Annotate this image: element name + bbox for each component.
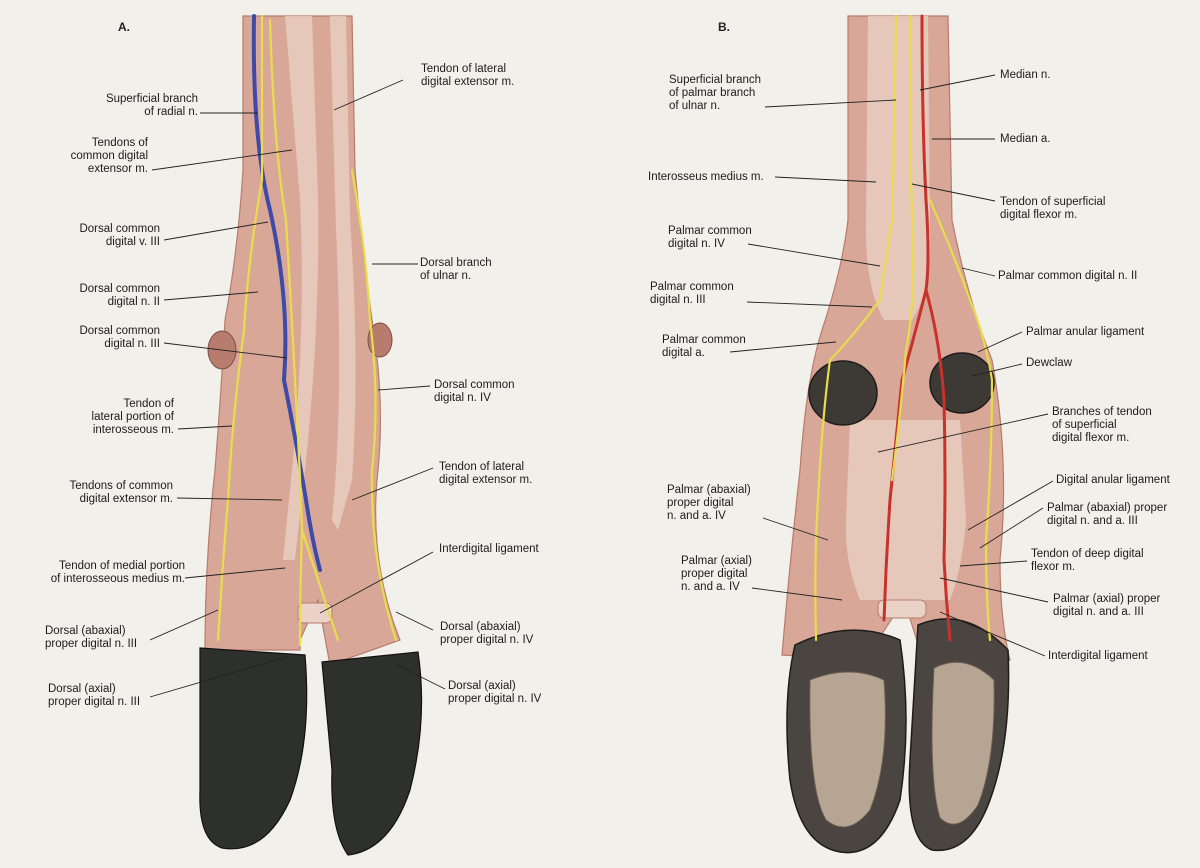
label-b-palmar-axial-proper-digital-iv: Palmar (axial) proper digital n. and a. …: [681, 555, 752, 593]
label-a-dorsal-common-digital-n-iii: Dorsal common digital n. III: [79, 325, 160, 350]
label-b-median-a: Median a.: [1000, 133, 1051, 145]
leader-b-10: [911, 183, 996, 202]
label-b-digital-anular-ligament: Digital anular ligament: [1056, 474, 1170, 486]
leader-b-12: [977, 331, 1023, 353]
label-b-palmar-common-digital-n-iii: Palmar common digital n. III: [650, 281, 734, 306]
leader-a-15: [319, 551, 434, 614]
leader-b-15: [967, 480, 1054, 531]
leader-b-4: [746, 301, 873, 308]
leader-b-3: [747, 243, 881, 267]
panel-a-nerve-4: [300, 528, 340, 642]
panel-b-drawing: [781, 14, 1011, 854]
label-a-superficial-branch-radial-n: Superficial branch of radial n.: [105, 93, 198, 118]
label-b-dewclaw: Dewclaw: [1026, 357, 1073, 369]
panel-a-letter: A.: [118, 20, 130, 34]
label-b-interdigital-ligament: Interdigital ligament: [1048, 650, 1148, 662]
panel-a-nerve-3: [350, 168, 398, 642]
leader-b-5: [729, 341, 837, 353]
panel-a-nerve-1: [216, 14, 264, 642]
panel-b-tendon-band: [866, 16, 931, 320]
leader-a-4: [163, 291, 259, 301]
label-a-interdigital-ligament: Interdigital ligament: [439, 543, 539, 555]
label-a-tendon-medial-portion-interosseous: Tendon of medial portion of interosseous…: [50, 560, 185, 585]
leader-a-3: [163, 221, 269, 241]
panel-b-sole-left: [809, 671, 886, 828]
leader-a-2: [151, 149, 293, 171]
label-a-dorsal-axial-proper-digital-n-iv: Dorsal (axial) proper digital n. IV: [448, 680, 542, 705]
label-b-tendon-deep-digital-flexor: Tendon of deep digital flexor m.: [1031, 548, 1144, 573]
leader-b-1: [764, 99, 897, 108]
label-a-dorsal-common-digital-n-ii: Dorsal common digital n. II: [79, 283, 160, 308]
leader-b-16: [979, 507, 1044, 549]
leader-a-10: [149, 655, 291, 698]
label-b-tendon-superficial-digital-flexor: Tendon of superficial digital flexor m.: [1000, 196, 1106, 221]
label-b-palmar-common-digital-a: Palmar common digital a.: [662, 334, 746, 359]
panel-b-letter: B.: [718, 20, 730, 34]
leader-b-2: [774, 176, 877, 183]
leader-a-14: [351, 467, 434, 501]
panel-a-interdigital-ligament: [297, 602, 333, 624]
panel-a-hoof-medial: [199, 647, 308, 850]
label-b-interosseus-medius: Interosseus medius m.: [648, 171, 764, 183]
panel-b-nerve-3: [928, 198, 994, 642]
leader-a-6: [177, 425, 233, 430]
leader-a-8: [184, 567, 286, 579]
panel-a-drawing: [199, 14, 423, 856]
panel-a-dorsal-common-digital-vein: [251, 14, 322, 572]
label-b-superficial-branch-palmar-ulnar: Superficial branch of palmar branch of u…: [669, 74, 762, 112]
leader-b-13: [971, 363, 1023, 377]
label-a-dorsal-common-digital-n-iv: Dorsal common digital n. IV: [434, 379, 515, 404]
panel-b-dewclaw-right: [929, 352, 995, 414]
leader-b-17: [959, 560, 1028, 567]
label-a-tendon-lateral-portion-interosseous: Tendon of lateral portion of interosseou…: [91, 398, 174, 436]
label-a-dorsal-common-digital-v-iii: Dorsal common digital v. III: [79, 223, 160, 248]
label-b-branches-tendon-superficial-flexor: Branches of tendon of superficial digita…: [1052, 406, 1152, 444]
panel-a-hoof-lateral: [321, 651, 423, 856]
leader-b-7: [751, 587, 843, 601]
panel-a-nerve-2: [268, 18, 304, 647]
label-b-palmar-abaxial-proper-digital-iv: Palmar (abaxial) proper digital n. and a…: [667, 484, 751, 522]
leader-a-16: [395, 611, 434, 631]
label-b-palmar-axial-proper-digital-iii: Palmar (axial) proper digital n. and a. …: [1053, 593, 1161, 618]
panel-a-tendon-band-lateral: [330, 16, 356, 530]
panel-b-artery-branch: [924, 288, 952, 642]
leader-b-6: [762, 517, 829, 541]
leader-b-11: [961, 267, 996, 277]
label-a-dorsal-abaxial-proper-digital-n-iv: Dorsal (abaxial) proper digital n. IV: [440, 621, 534, 646]
label-b-palmar-common-digital-n-iv: Palmar common digital n. IV: [668, 225, 752, 250]
leader-lines: [149, 74, 1054, 698]
label-a-tendons-common-digital-extensor-2: Tendons of common digital extensor m.: [69, 480, 173, 505]
panel-b-interdigital-ligament: [877, 599, 927, 619]
label-b-palmar-abaxial-proper-digital-iii: Palmar (abaxial) proper digital n. and a…: [1047, 502, 1168, 527]
panel-b-tendon-band-lower: [845, 420, 966, 600]
leader-b-19: [939, 611, 1046, 657]
label-a-tendon-lateral-digital-extensor: Tendon of lateral digital extensor m.: [421, 63, 515, 88]
leader-b-14: [877, 413, 1049, 453]
leader-a-9: [149, 609, 219, 641]
leader-b-18: [939, 577, 1049, 603]
panel-b-nerve-2: [814, 14, 898, 642]
label-b-palmar-anular-ligament: Palmar anular ligament: [1026, 326, 1145, 338]
label-a-dorsal-branch-ulnar-n: Dorsal branch of ulnar n.: [420, 257, 492, 282]
label-a-tendons-common-digital-extensor: Tendons of common digital extensor m.: [70, 137, 148, 175]
panel-b-sole-right: [931, 661, 995, 825]
label-a-dorsal-axial-proper-digital-n-iii: Dorsal (axial) proper digital n. III: [48, 683, 141, 708]
label-a-dorsal-abaxial-proper-digital-n-iii: Dorsal (abaxial) proper digital n. III: [45, 625, 138, 650]
panel-b-median-nerve: [890, 14, 915, 482]
panel-b-median-artery: [882, 14, 930, 622]
leader-a-7: [176, 497, 283, 501]
label-b-palmar-common-digital-n-ii: Palmar common digital n. II: [998, 270, 1138, 282]
label-a-tendon-lateral-digital-extensor-2: Tendon of lateral digital extensor m.: [439, 461, 533, 486]
leader-a-5: [163, 342, 288, 359]
label-b-median-n: Median n.: [1000, 69, 1051, 81]
leader-b-8: [919, 74, 996, 91]
panel-b-dewclaw-left: [808, 360, 878, 426]
leader-a-13: [377, 385, 431, 391]
panel-a-tendon-band: [283, 16, 319, 560]
leader-a-11: [333, 79, 404, 111]
leader-a-17: [394, 663, 446, 690]
